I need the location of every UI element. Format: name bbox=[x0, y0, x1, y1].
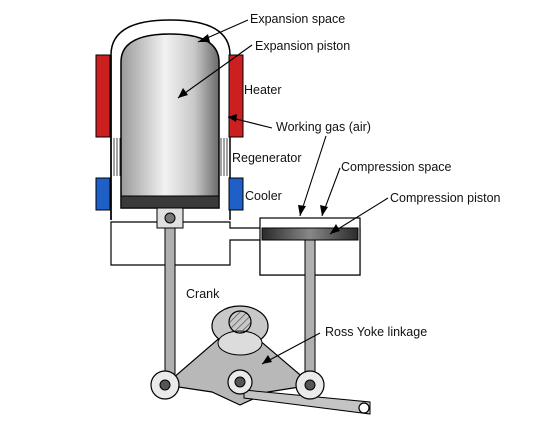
yoke-link-arm bbox=[243, 389, 371, 415]
heater-left bbox=[95, 54, 111, 138]
arrowhead-compression-space bbox=[320, 205, 328, 216]
label-expansion-space: Expansion space bbox=[250, 12, 345, 26]
arrowhead-expansion-piston bbox=[178, 88, 188, 98]
label-compression-piston: Compression piston bbox=[390, 191, 501, 205]
arrowhead-expansion-space bbox=[198, 34, 210, 42]
yoke-pivot-center bbox=[227, 369, 253, 395]
cooler-right bbox=[228, 177, 244, 211]
yoke-pivot-left bbox=[150, 370, 180, 400]
arrowhead-ross-yoke bbox=[262, 355, 272, 364]
expansion-piston bbox=[120, 33, 220, 209]
arrowhead-working-gas-a bbox=[228, 114, 237, 122]
label-ross-yoke: Ross Yoke linkage bbox=[325, 325, 427, 339]
label-compression-space: Compression space bbox=[341, 160, 452, 174]
label-heater: Heater bbox=[244, 83, 282, 97]
compression-piston-rod bbox=[304, 239, 316, 384]
expansion-piston-base bbox=[120, 195, 220, 209]
label-expansion-piston: Expansion piston bbox=[255, 39, 350, 53]
arrowhead-compression-piston bbox=[330, 224, 340, 234]
regenerator-right bbox=[220, 138, 228, 176]
label-regenerator: Regenerator bbox=[232, 151, 302, 165]
heater-right bbox=[228, 54, 244, 138]
leader-compression-piston bbox=[329, 197, 389, 235]
yoke-pivot-right bbox=[295, 370, 325, 400]
expansion-wrist-pin bbox=[164, 212, 176, 224]
crank bbox=[211, 305, 269, 356]
expansion-cylinder-dome bbox=[110, 19, 231, 220]
regenerator-left bbox=[113, 138, 121, 176]
cooler-left bbox=[95, 177, 111, 211]
compression-piston bbox=[261, 227, 359, 241]
leader-ross-yoke bbox=[261, 332, 321, 365]
label-cooler: Cooler bbox=[245, 189, 282, 203]
leader-expansion-piston bbox=[177, 44, 253, 99]
link-arm-pin bbox=[358, 402, 370, 414]
arrowhead-working-gas-b bbox=[298, 205, 306, 216]
leader-working-gas-b bbox=[299, 135, 327, 217]
label-working-gas: Working gas (air) bbox=[276, 120, 371, 134]
expansion-piston-rod bbox=[164, 227, 176, 384]
label-crank: Crank bbox=[186, 287, 220, 301]
